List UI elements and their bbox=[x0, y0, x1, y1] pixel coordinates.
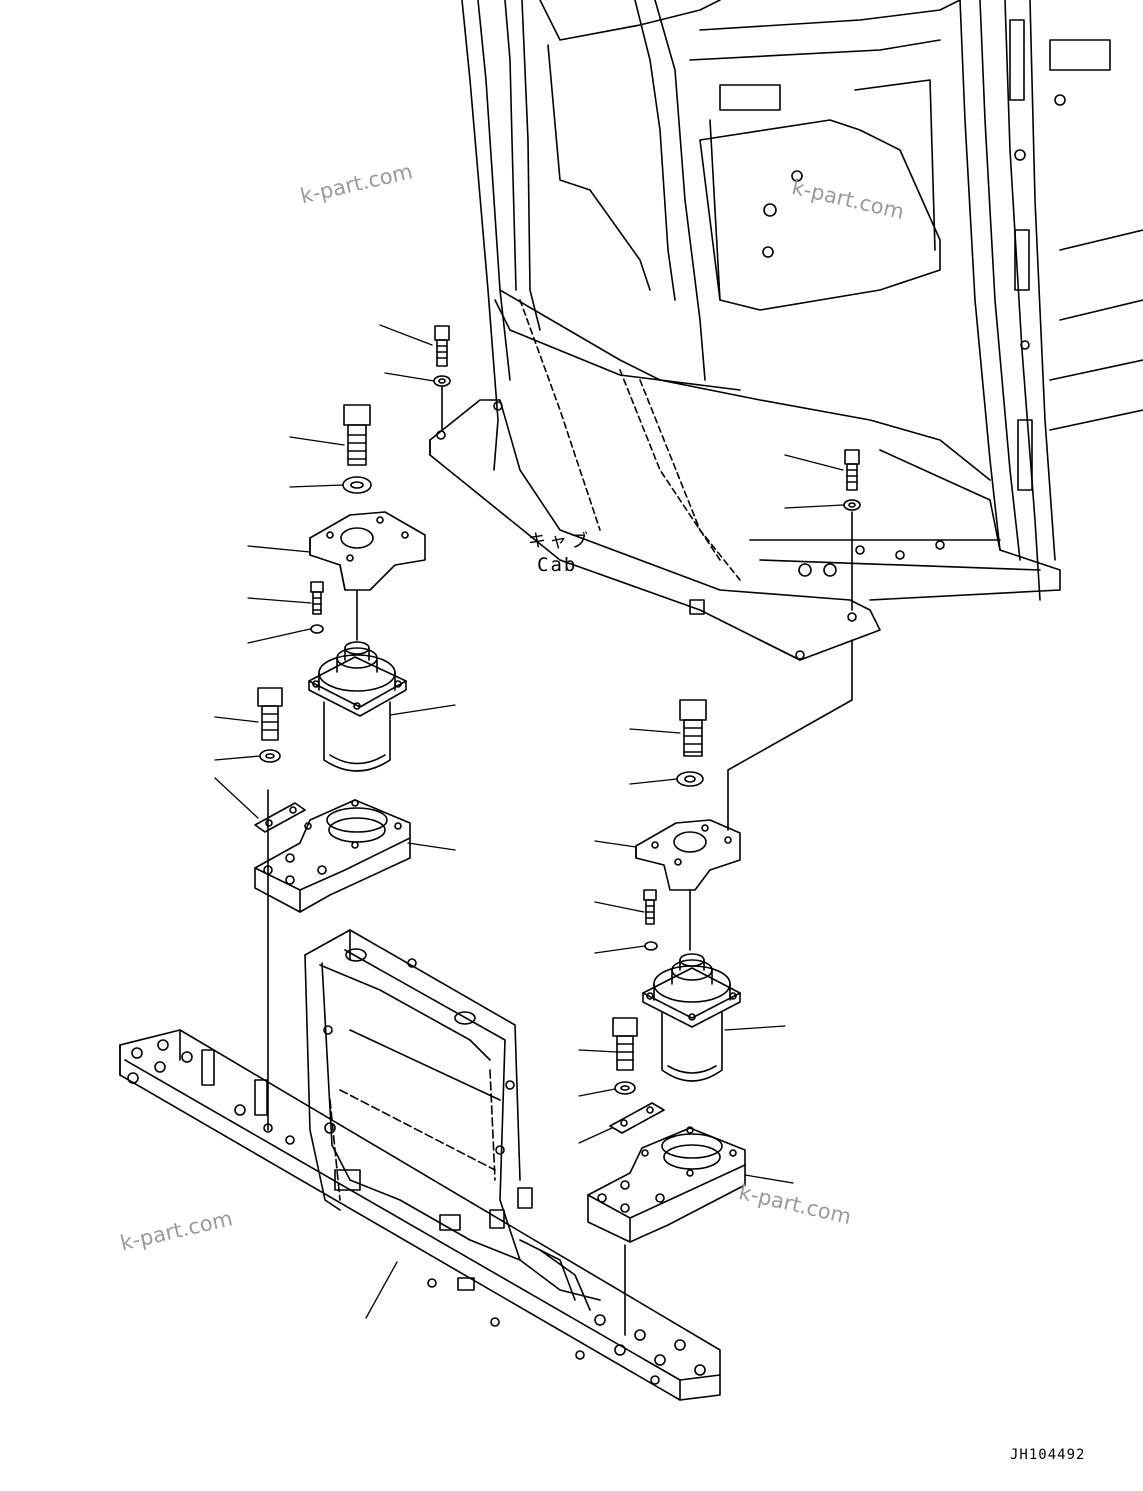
right-mount-assembly bbox=[587, 449, 861, 1336]
main-frame bbox=[119, 929, 721, 1401]
shim-plate-right bbox=[609, 1102, 665, 1134]
lower-bracket-right bbox=[587, 1126, 746, 1243]
drawing-code: JH104492 bbox=[1010, 1447, 1086, 1463]
upper-bracket-right bbox=[635, 819, 741, 891]
cab-label-english: Cab bbox=[537, 554, 578, 576]
bolt-large-left bbox=[343, 404, 371, 466]
cab-frame bbox=[429, 0, 1143, 661]
bolt-small-top bbox=[434, 325, 450, 367]
bolt-large-right bbox=[679, 699, 707, 757]
upper-bracket-left bbox=[309, 511, 426, 591]
lower-bracket-left bbox=[254, 799, 411, 913]
left-mount-assembly bbox=[254, 325, 451, 1131]
bolt-lower-right bbox=[612, 1017, 638, 1071]
bolt-mini-left bbox=[310, 581, 324, 615]
bolt-mini-right bbox=[643, 889, 657, 925]
bolt-small-right bbox=[844, 449, 860, 491]
cab-damper-left bbox=[308, 641, 407, 772]
callout-leader-lines bbox=[214, 324, 844, 1319]
cab-label-japanese: キャブ bbox=[528, 531, 591, 552]
shim-plate-left bbox=[254, 802, 306, 833]
bolt-lower-left bbox=[257, 687, 283, 741]
cab-damper-right bbox=[642, 953, 741, 1082]
